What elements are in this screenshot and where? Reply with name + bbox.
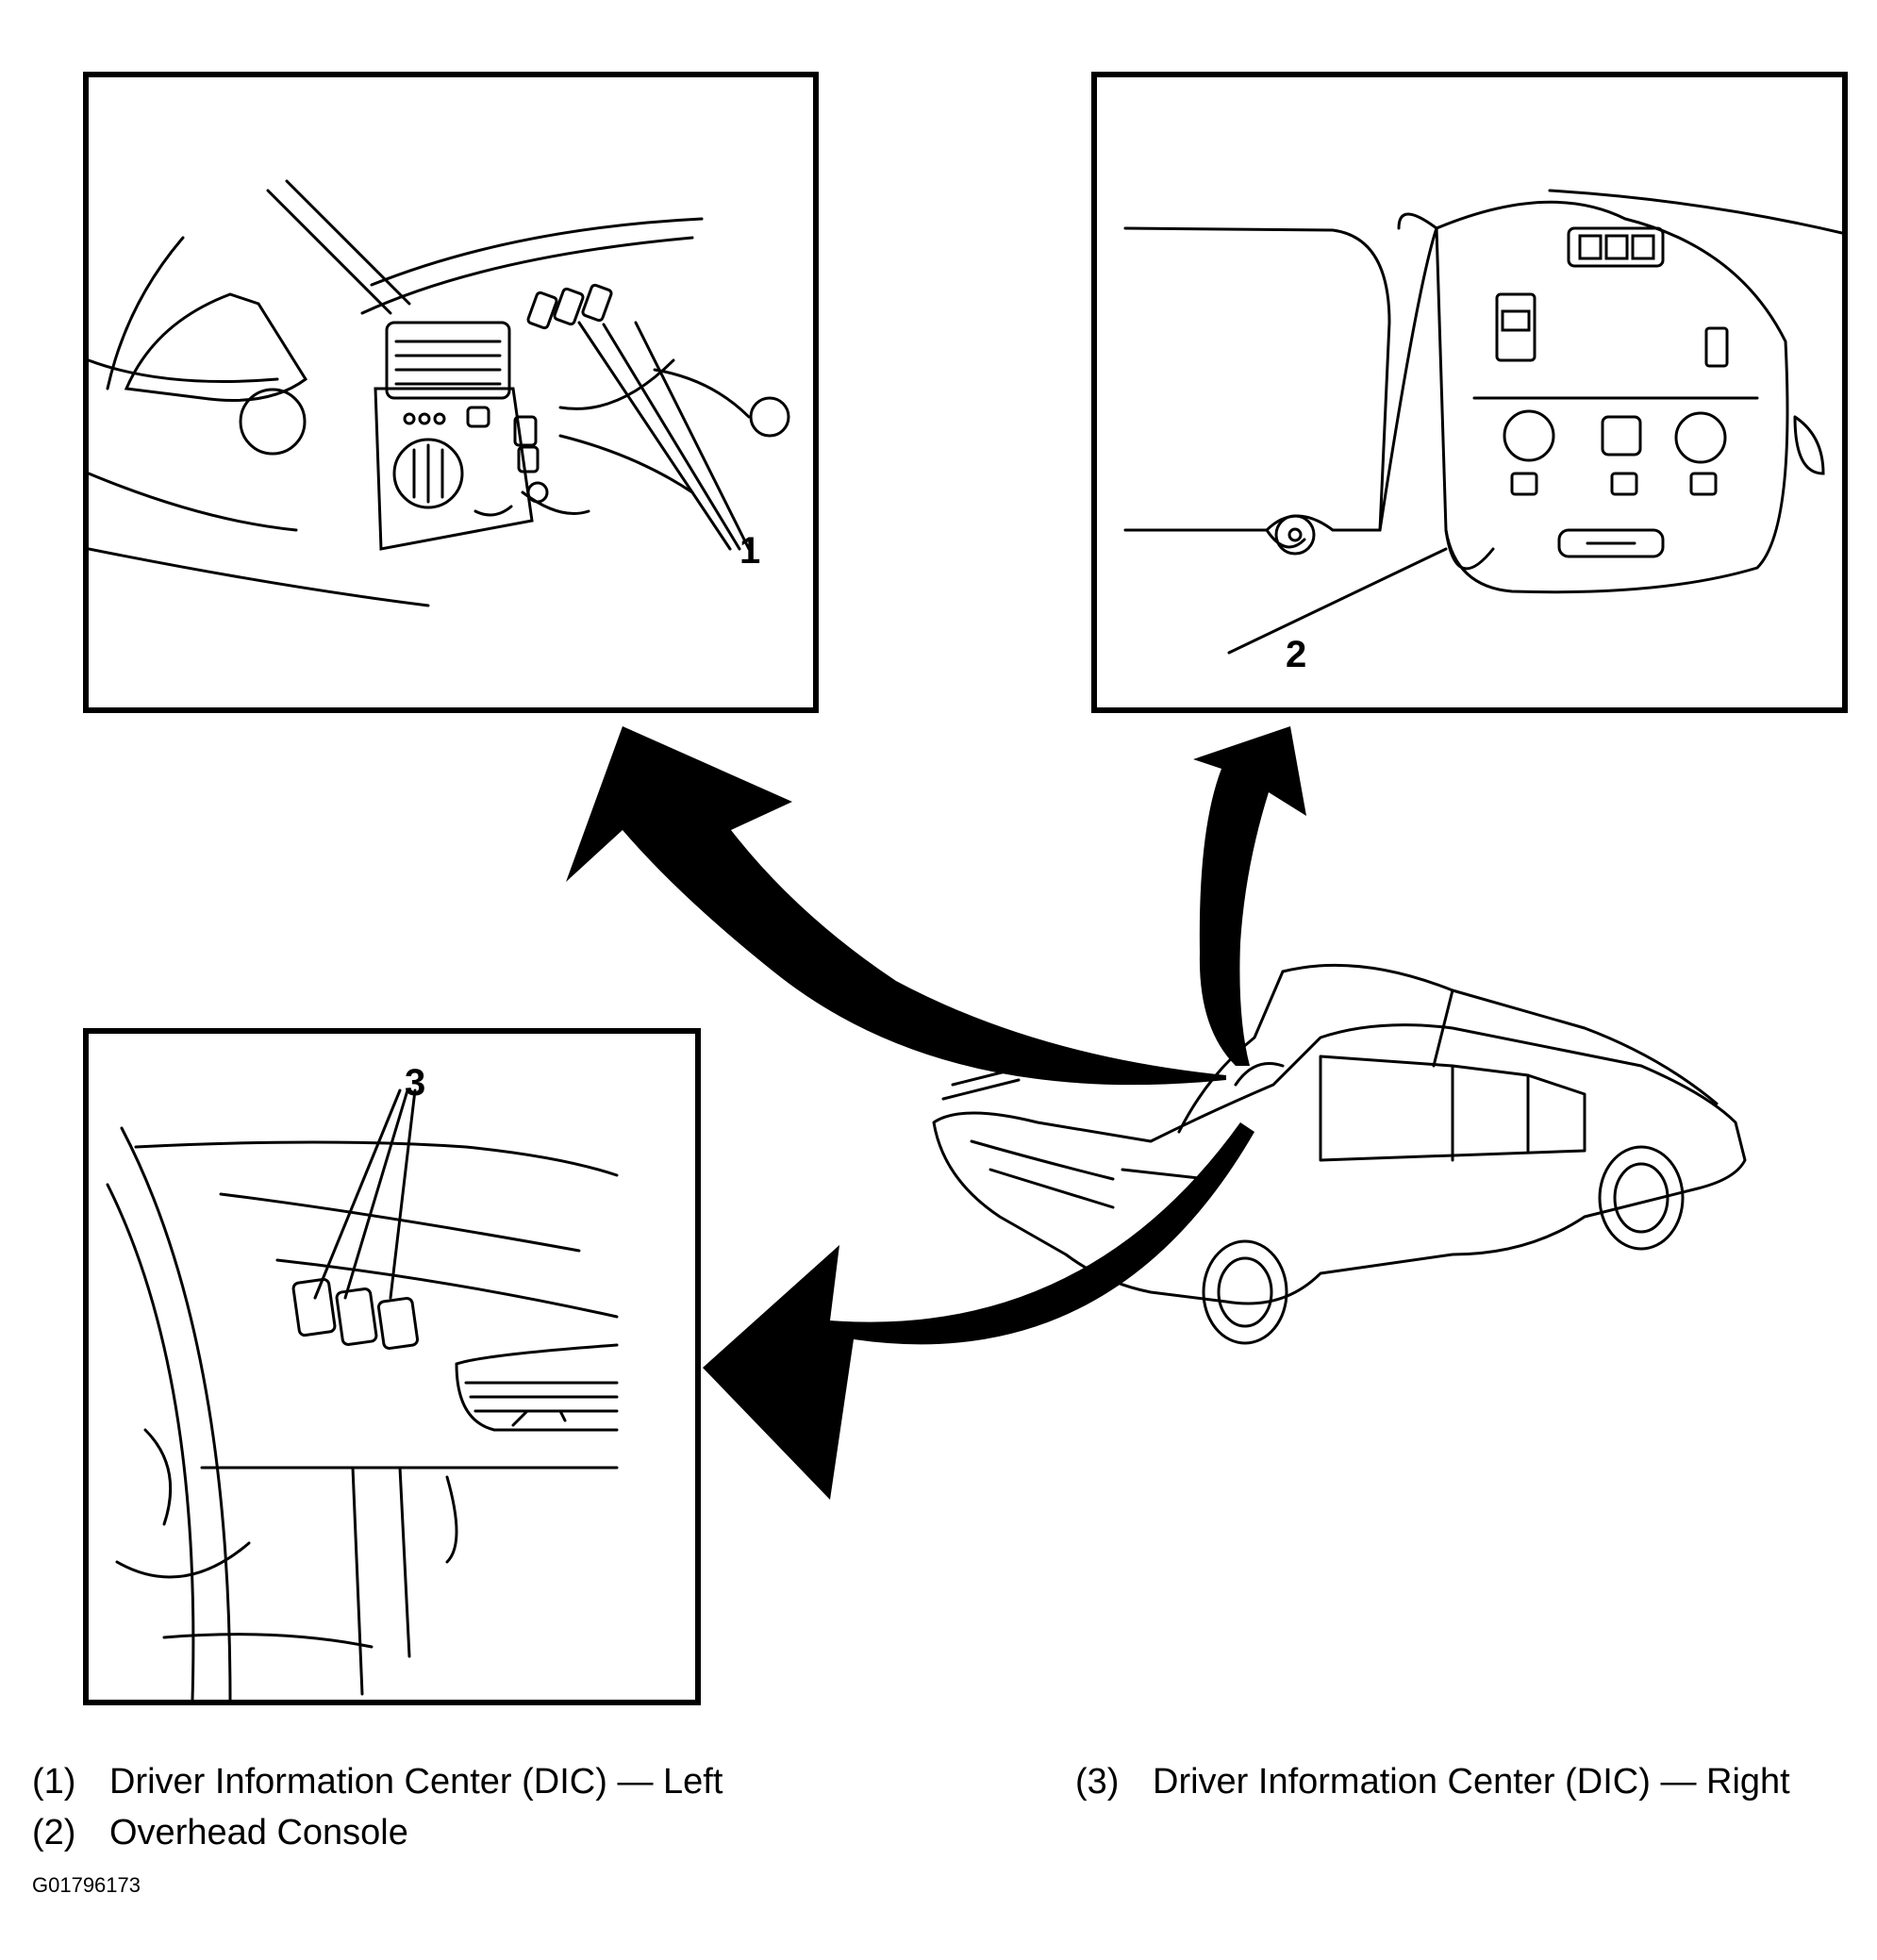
overhead-console-drawing: [1123, 189, 1842, 655]
callout-3: 3: [405, 1062, 426, 1104]
car-illustration: [932, 963, 1747, 1345]
callout-1: 1: [739, 530, 761, 572]
legend-text: Driver Information Center (DIC) — Left: [109, 1762, 723, 1802]
callout-2: 2: [1286, 634, 1307, 675]
legend-number: (2): [32, 1813, 76, 1852]
legend-item-1: (1) Driver Information Center (DIC) — Lef…: [32, 1762, 723, 1802]
arrow-to-panel-2: [1193, 726, 1306, 1066]
legend-number: (3): [1075, 1762, 1120, 1802]
legend-text: Overhead Console: [109, 1813, 408, 1852]
dashboard-left-drawing: [89, 179, 790, 607]
detail-panel-dic-right: 3: [83, 1028, 701, 1705]
figure-id: G01796173: [32, 1873, 141, 1897]
arrow-to-panel-3: [703, 1122, 1254, 1500]
detail-panel-overhead-console: 2: [1091, 72, 1848, 713]
legend-text: Driver Information Center (DIC) — Right: [1153, 1762, 1790, 1802]
arrow-to-panel-1: [566, 726, 1226, 1086]
detail-panel-dic-left: 1: [83, 72, 819, 713]
legend-number: (1): [32, 1762, 76, 1802]
legend-item-3: (3) Driver Information Center (DIC) — Rig…: [1075, 1762, 1790, 1802]
dashboard-right-drawing: [106, 1088, 619, 1700]
legend-item-2: (2) Overhead Console: [32, 1813, 408, 1853]
